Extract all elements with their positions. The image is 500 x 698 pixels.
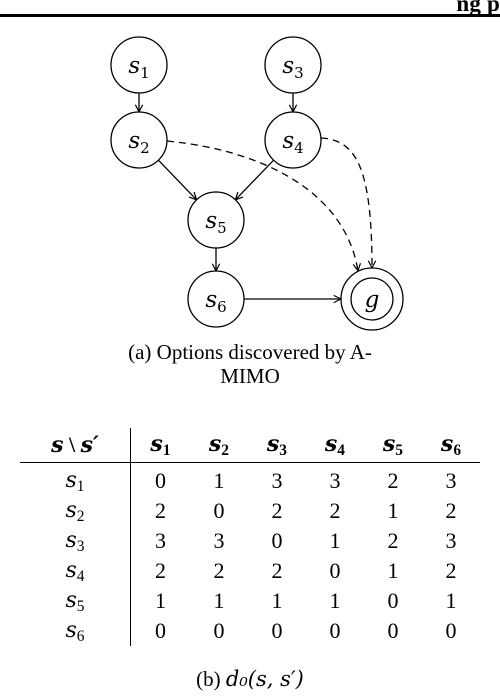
table-column-header: s3 xyxy=(247,428,306,463)
table-cell: 2 xyxy=(271,498,283,523)
table-row-header: s1 xyxy=(20,462,131,496)
table-cell: 1 xyxy=(271,588,283,613)
graph-node-label: s5 xyxy=(205,208,226,237)
table-row: s3 3 3 0 1 2 3 xyxy=(20,526,480,556)
table-cell: 0 xyxy=(154,618,166,643)
table-cell: 3 xyxy=(213,528,225,553)
table-cell: 3 xyxy=(445,468,457,493)
table-cell: 2 xyxy=(329,498,341,523)
table-cell: 2 xyxy=(154,558,166,583)
graph-node-s5: s5 xyxy=(187,191,245,249)
graph-node-s1: s1 xyxy=(110,36,168,94)
table-column-header: s6 xyxy=(421,428,480,463)
graph-node-label: g xyxy=(365,287,380,313)
graph-node-label: s3 xyxy=(282,53,303,82)
graph-node-s6: s6 xyxy=(187,270,245,328)
caption-b-formula: d₀(s, s′) xyxy=(225,667,304,691)
table-row-header: s2 xyxy=(20,496,131,526)
table-cell: 0 xyxy=(329,618,341,643)
graph-edge-s2-s5 xyxy=(157,159,196,200)
header-rule xyxy=(0,14,500,17)
table-cell: 0 xyxy=(445,618,457,643)
table-cell: 3 xyxy=(445,528,457,553)
table-column-header: s5 xyxy=(363,428,422,463)
table-cell: 1 xyxy=(445,588,457,613)
graph-edge-s4-g xyxy=(320,137,372,268)
table-row: s5 1 1 1 1 0 1 xyxy=(20,586,480,616)
table-cell: 2 xyxy=(445,558,457,583)
table-cell: 2 xyxy=(213,558,225,583)
table-cell: 3 xyxy=(271,468,283,493)
graph-node-label: s6 xyxy=(205,287,226,316)
table-row: s2 2 0 2 2 1 2 xyxy=(20,496,480,526)
table-cell: 2 xyxy=(387,528,399,553)
table-row-header: s5 xyxy=(20,586,131,616)
table-cell: 1 xyxy=(329,588,341,613)
table-cell: 1 xyxy=(387,558,399,583)
graph-edge-s4-s5 xyxy=(235,159,275,200)
table-row-header: s4 xyxy=(20,556,131,586)
graph-node-label: s4 xyxy=(282,128,303,157)
graph-node-label: s2 xyxy=(128,128,149,157)
table-cell: 2 xyxy=(154,498,166,523)
table-row: s1 0 1 3 3 2 3 xyxy=(20,462,480,496)
table-cell: 0 xyxy=(387,588,399,613)
table-row-header: s6 xyxy=(20,616,131,646)
running-header-fragment: ng p xyxy=(456,0,500,16)
graph-edge-s2-g xyxy=(166,140,358,271)
graph-node-s2: s2 xyxy=(110,111,168,169)
options-graph: s1 s3 s2 s4 s5 s6 g xyxy=(110,36,404,331)
table-cell: 0 xyxy=(154,468,166,493)
table-cell: 0 xyxy=(213,618,225,643)
graph-node-s3: s3 xyxy=(264,36,322,94)
table-column-header: s2 xyxy=(189,428,248,463)
table-row-header: s3 xyxy=(20,526,131,556)
graph-node-label: s1 xyxy=(128,53,149,82)
figure-caption-b: (b) d₀(s, s′) xyxy=(120,667,380,691)
table-cell: 0 xyxy=(271,528,283,553)
graph-node-s4: s4 xyxy=(264,111,322,169)
table-cell: 3 xyxy=(154,528,166,553)
table-column-header: s1 xyxy=(130,428,190,463)
table-cell: 1 xyxy=(154,588,166,613)
table-cell: 2 xyxy=(445,498,457,523)
table-corner-header: s \ s′ xyxy=(20,428,131,463)
table-row: s6 0 0 0 0 0 0 xyxy=(20,616,480,646)
table-cell: 1 xyxy=(213,468,225,493)
table-cell: 2 xyxy=(387,468,399,493)
table-cell: 0 xyxy=(329,558,341,583)
table-cell: 0 xyxy=(213,498,225,523)
table-cell: 1 xyxy=(387,498,399,523)
table-column-header: s4 xyxy=(305,428,364,463)
caption-b-prefix: (b) xyxy=(196,667,226,691)
table-cell: 0 xyxy=(387,618,399,643)
table-cell: 3 xyxy=(329,468,341,493)
table-cell: 2 xyxy=(271,558,283,583)
table-row: s4 2 2 2 0 1 2 xyxy=(20,556,480,586)
table-cell: 1 xyxy=(329,528,341,553)
table-cell: 0 xyxy=(271,618,283,643)
figure-caption-a: (a) Options discovered by A-MIMO xyxy=(128,340,372,388)
table-cell: 1 xyxy=(213,588,225,613)
graph-node-g: g xyxy=(340,267,404,331)
